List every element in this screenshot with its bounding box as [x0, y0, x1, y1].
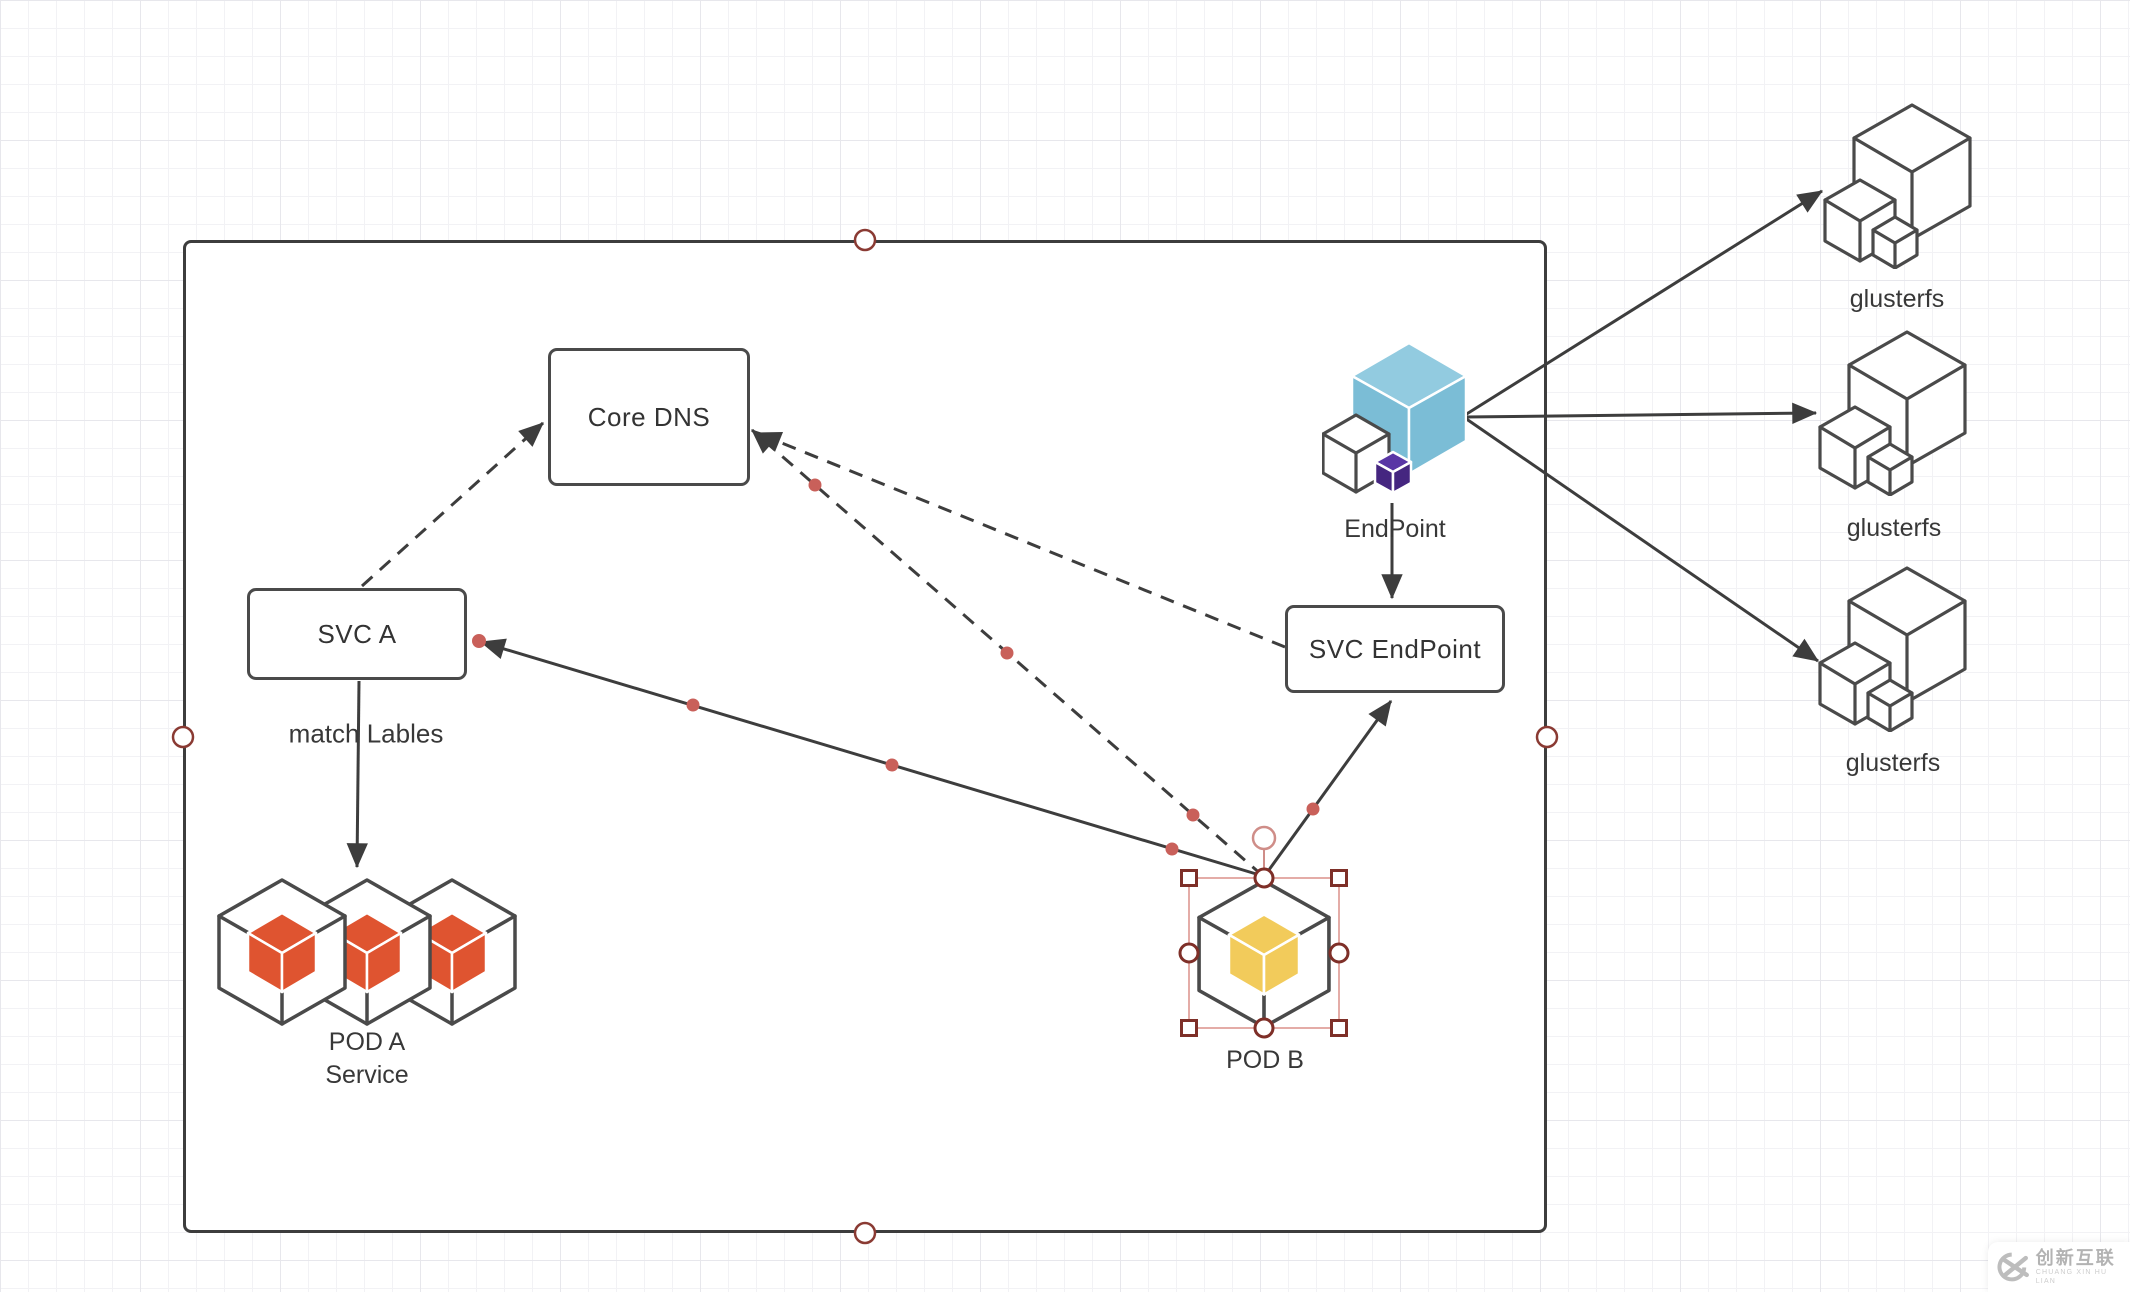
node-svc-a[interactable]: SVC A — [247, 588, 467, 680]
glusterfs-label: glusterfs — [1849, 285, 1945, 313]
watermark-cn: 创新互联 — [2035, 1248, 2116, 1268]
glusterfs-cube-icon[interactable] — [1817, 566, 1967, 732]
watermark-text: 创新互联 CHUANG XIN HU LIAN — [2036, 1248, 2130, 1286]
glusterfs-cube-icon[interactable] — [1822, 103, 1972, 269]
edge-label-match-labels[interactable]: match Lables — [288, 718, 444, 749]
cyan-cube — [1350, 342, 1467, 476]
endpoint-label: EndPoint — [1344, 515, 1446, 543]
watermark: 创新互联 CHUANG XIN HU LIAN — [1988, 1242, 2130, 1292]
node-svc-a-label: SVC A — [317, 618, 397, 649]
purple-cube — [1373, 450, 1413, 494]
node-core-dns[interactable]: Core DNS — [548, 348, 750, 486]
glusterfs-label: glusterfs — [1846, 514, 1942, 542]
glusterfs-cube-icon[interactable] — [1817, 330, 1967, 496]
node-svc-endpoint[interactable]: SVC EndPoint — [1285, 605, 1505, 693]
pod-a-label-line1: POD A — [328, 1028, 406, 1056]
pod-a-label: POD A Service — [325, 1026, 408, 1092]
watermark-en: CHUANG XIN HU LIAN — [2035, 1269, 2108, 1285]
pod-b-cube-icon[interactable] — [1197, 879, 1331, 1029]
pod-a-cubes-icon[interactable] — [217, 878, 517, 1026]
pod-cube-icon — [217, 878, 347, 1026]
pod-a-label-line2: Service — [325, 1061, 409, 1089]
glusterfs-label: glusterfs — [1845, 749, 1941, 777]
node-svc-endpoint-label: SVC EndPoint — [1308, 633, 1482, 664]
endpoint-cube-icon[interactable] — [1322, 342, 1467, 494]
white-cube — [1322, 413, 1391, 494]
watermark-logo-icon — [1997, 1252, 2029, 1282]
node-core-dns-label: Core DNS — [587, 401, 711, 432]
pod-b-label: POD B — [1226, 1046, 1304, 1074]
